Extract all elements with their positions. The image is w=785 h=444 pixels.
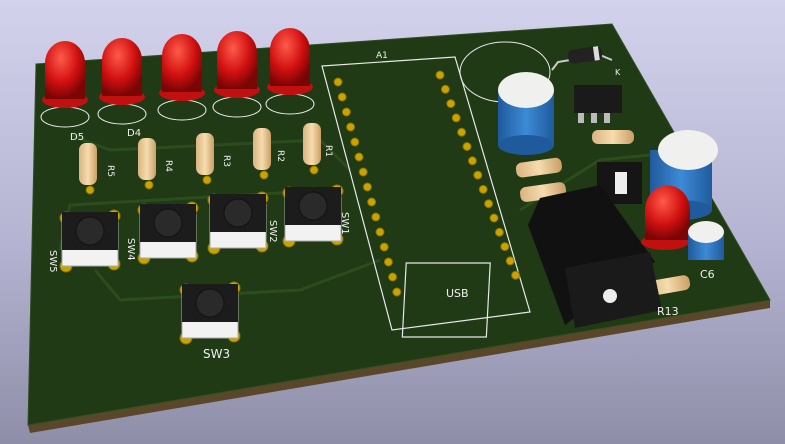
dc-power-jack — [528, 185, 662, 328]
header-pin — [362, 182, 372, 192]
header-pin — [484, 199, 494, 209]
usb-label: USB — [446, 287, 469, 300]
header-pin — [388, 272, 398, 282]
header-pin — [457, 127, 467, 137]
header-pin — [358, 167, 368, 177]
header-pin — [446, 99, 456, 109]
tactile-switch[interactable] — [137, 201, 199, 265]
resistor — [303, 123, 321, 175]
module-outline — [321, 56, 531, 331]
switch-label-sw5: SW5 — [47, 250, 58, 273]
header-pin — [505, 256, 515, 266]
board-edge — [28, 300, 770, 433]
header-pin — [494, 227, 504, 237]
led — [212, 31, 262, 118]
resistor-label-r1: R1 — [323, 145, 333, 157]
resistor — [196, 133, 214, 185]
voltage-regulator — [574, 85, 622, 123]
header-pin — [500, 242, 510, 252]
header-pin — [440, 84, 450, 94]
switch-label-sw3: SW3 — [203, 347, 230, 361]
header-pin — [371, 212, 381, 222]
led — [97, 38, 147, 125]
led-right — [641, 185, 690, 250]
resistor-label-r5: R5 — [105, 165, 115, 177]
module-label: A1 — [376, 51, 388, 61]
header-pin — [489, 213, 499, 223]
resistor — [79, 143, 97, 195]
tactile-switch[interactable] — [59, 209, 121, 273]
resistor — [138, 138, 156, 190]
header-pin — [375, 227, 385, 237]
header-pin — [511, 270, 521, 280]
header-pin — [392, 287, 402, 297]
tactile-switch[interactable] — [207, 191, 269, 255]
diode: K — [551, 46, 621, 77]
resistor-label-r3: R3 — [221, 155, 231, 167]
diode-cathode-label: K — [615, 68, 621, 77]
capacitor-large-1 — [498, 72, 554, 155]
header-pin — [383, 257, 393, 267]
resistor-label-r2: R2 — [275, 150, 285, 162]
header-pin — [333, 77, 343, 87]
header-pin — [341, 107, 351, 117]
led-label-d5: D5 — [70, 132, 84, 143]
header-pin — [467, 156, 477, 166]
header-pin — [346, 122, 356, 132]
resistor — [253, 128, 271, 180]
header-pin — [473, 170, 483, 180]
header-pin — [435, 70, 445, 80]
resistor-label-r4: R4 — [163, 160, 173, 172]
header-pin — [367, 197, 377, 207]
tactile-switch[interactable] — [179, 281, 241, 345]
header-pin — [350, 137, 360, 147]
usb-outline — [401, 262, 491, 338]
header-pin — [337, 92, 347, 102]
header-pin — [478, 184, 488, 194]
switch-label-sw4: SW4 — [125, 238, 136, 261]
led-label-d4: D4 — [127, 128, 141, 139]
header-pin — [462, 142, 472, 151]
header-pin — [379, 242, 389, 252]
right-resistors — [515, 130, 691, 296]
led — [40, 41, 90, 128]
capacitor-label-c6: C6 — [700, 268, 715, 281]
led — [265, 28, 315, 115]
header-pin — [354, 152, 364, 162]
resistor-label-r13: R13 — [657, 305, 679, 318]
switch-label-sw2: SW2 — [267, 220, 278, 243]
tactile-switch[interactable] — [282, 184, 344, 248]
led — [157, 34, 207, 121]
header-pin — [451, 113, 461, 123]
capacitor-small — [688, 221, 724, 260]
switch-label-sw1: SW1 — [339, 212, 350, 235]
header-pins — [333, 70, 521, 297]
